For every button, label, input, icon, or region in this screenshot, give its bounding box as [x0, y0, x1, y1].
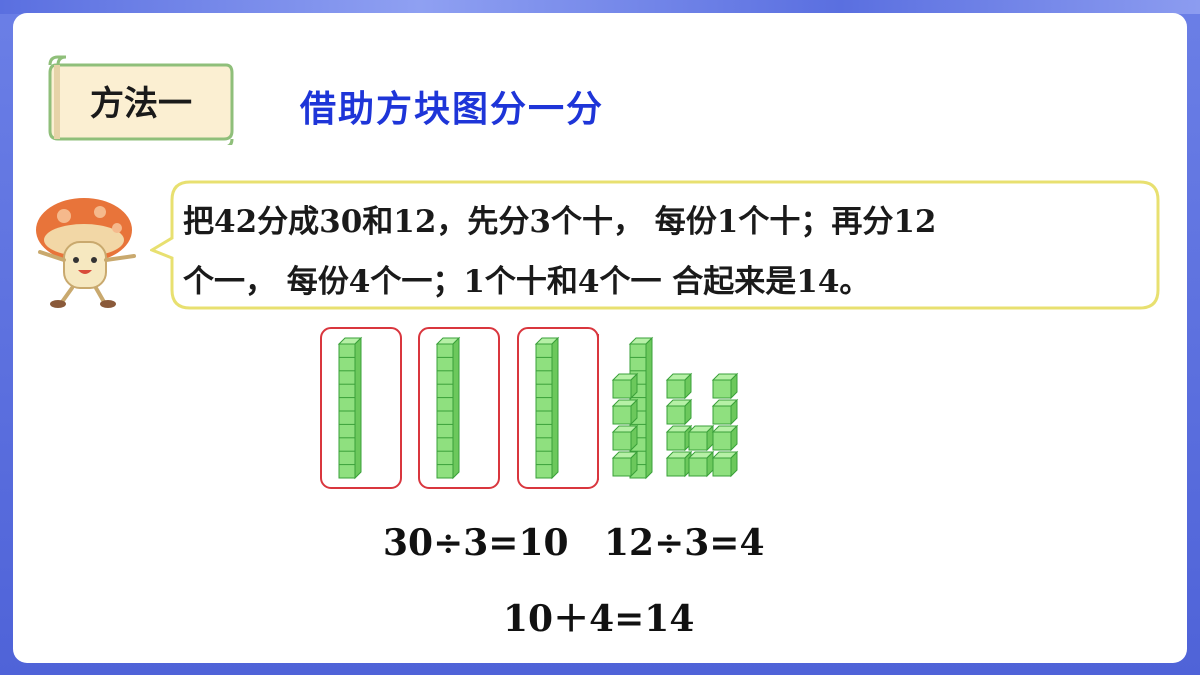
- block-diagram: [320, 327, 739, 489]
- page-title: 借助方块图分一分: [300, 89, 605, 130]
- unit-cube: [611, 398, 639, 426]
- equation-3: 10＋4=14: [503, 598, 695, 640]
- method-label: 方法一: [90, 83, 192, 124]
- speech-text: 把42分成30和12，先分3个十， 每份1个十；再分12 个一， 每份4个一；1…: [183, 192, 1148, 312]
- equation-1: 30÷3=10: [383, 522, 569, 564]
- group-box: [320, 327, 402, 489]
- ten-rod: [534, 336, 560, 480]
- ten-rod: [337, 336, 363, 480]
- unit-cube: [711, 372, 739, 400]
- unit-cube: [687, 424, 715, 452]
- ten-rod: [435, 336, 461, 480]
- unit-cube: [687, 450, 715, 478]
- speech-line-1: 把42分成30和12，先分3个十， 每份1个十；再分12: [183, 204, 937, 240]
- top-band: [0, 0, 1200, 14]
- group-box: [418, 327, 500, 489]
- speech-line-2: 个一， 每份4个一；1个十和4个一 合起来是14。: [183, 264, 871, 300]
- scroll-banner-icon: [48, 55, 234, 145]
- speech-bubble: [150, 180, 1160, 310]
- unit-cube: [665, 450, 693, 478]
- unit-cube: [665, 372, 693, 400]
- equation-2: 12÷3=4: [604, 522, 765, 564]
- unit-cube: [711, 424, 739, 452]
- unit-cube: [665, 398, 693, 426]
- unit-cube: [711, 450, 739, 478]
- unit-cube: [611, 372, 639, 400]
- mushroom-character-icon: [36, 198, 136, 308]
- unit-cube: [665, 424, 693, 452]
- unit-cube: [611, 424, 639, 452]
- unit-cube: [711, 398, 739, 426]
- unit-cube: [611, 450, 639, 478]
